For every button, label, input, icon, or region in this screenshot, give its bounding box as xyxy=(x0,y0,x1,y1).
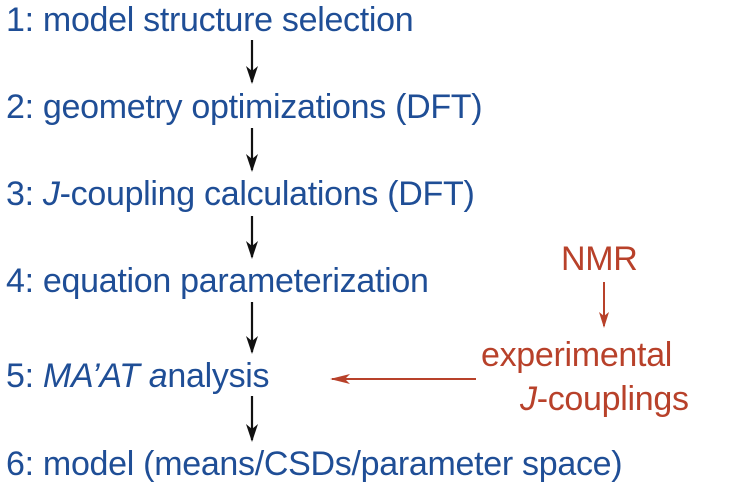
arrow-5-to-6 xyxy=(246,396,258,442)
experimental-label: experimental xyxy=(481,336,673,374)
step-3-number: 3: xyxy=(6,175,34,213)
step-4: 4: equation parameterization xyxy=(6,261,429,301)
arrow-4-to-5 xyxy=(246,302,258,354)
step-1: 1: model structure selection xyxy=(6,0,414,40)
j-couplings-label: J-couplings xyxy=(520,379,689,419)
step-2: 2: geometry optimizations (DFT) xyxy=(6,87,483,127)
step-5-text: nalysis xyxy=(167,357,270,395)
step-3-text: -coupling calculations (DFT) xyxy=(59,175,475,213)
step-1-text: model structure selection xyxy=(42,1,414,39)
step-3: 3: J-coupling calculations (DFT) xyxy=(6,174,475,214)
step-5-number: 5: xyxy=(6,357,34,395)
step-1-number: 1: xyxy=(6,1,34,39)
step-6: 6: model (means/CSDs/parameter space) xyxy=(6,444,623,484)
step-4-text: equation parameterization xyxy=(42,262,429,300)
step-6-text: model (means/CSDs/parameter space) xyxy=(42,445,623,483)
arrow-experimental-to-analysis xyxy=(330,374,476,384)
arrow-3-to-4 xyxy=(246,216,258,259)
arrow-nmr-to-experimental xyxy=(599,282,609,328)
arrow-2-to-3 xyxy=(246,128,258,172)
step-2-text: geometry optimizations (DFT) xyxy=(42,88,483,126)
arrow-1-to-2 xyxy=(246,40,258,84)
step-5: 5: MA’AT analysis xyxy=(6,356,270,396)
j-couplings-italic: J xyxy=(520,380,537,418)
step-2-number: 2: xyxy=(6,88,34,126)
step-4-number: 4: xyxy=(6,262,34,300)
step-6-number: 6: xyxy=(6,445,34,483)
step-3-italic: J xyxy=(42,175,60,213)
j-couplings-text: -couplings xyxy=(536,380,689,418)
step-5-italic: MA’AT a xyxy=(42,357,168,395)
nmr-label: NMR xyxy=(561,240,638,278)
